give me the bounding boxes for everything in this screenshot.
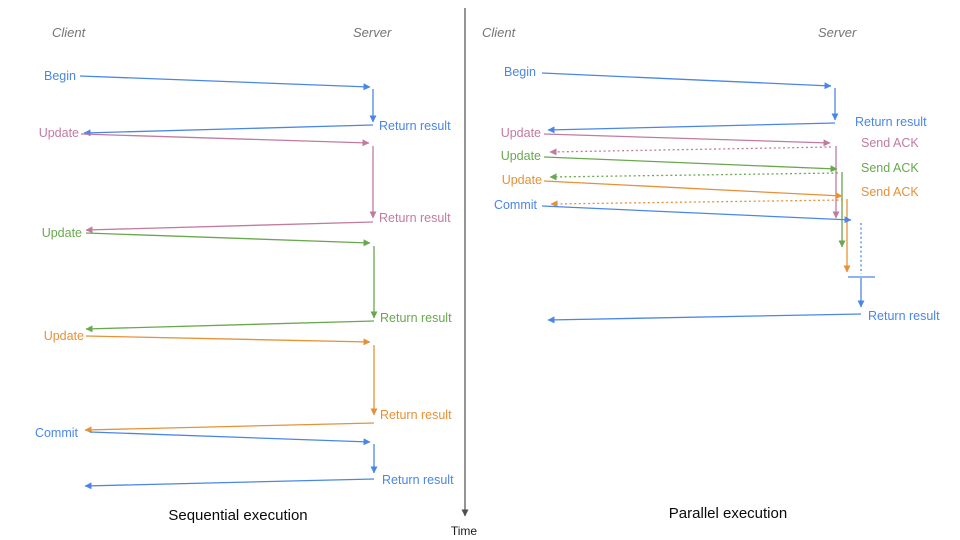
parallel-execution-title: Parallel execution: [668, 505, 788, 522]
sequential-panel-return-result-5-label: Return result: [382, 473, 454, 487]
parallel-client-header: Client: [482, 25, 516, 40]
sequential-panel-update3-response-arrow: [84, 422, 375, 434]
sequential-panel-update2-request-arrow: [85, 232, 371, 247]
sequential-client-header: Client: [52, 25, 86, 40]
parallel-panel-update3-label: Update: [502, 173, 542, 187]
parallel-panel-final-response-arrow: [547, 313, 862, 324]
parallel-panel-update2-ack-arrow: [549, 172, 839, 181]
parallel-panel-update3-request-arrow: [543, 180, 843, 200]
parallel-panel-update1-request-arrow: [543, 133, 831, 147]
sequential-panel-update2-response-arrow: [85, 320, 375, 333]
parallel-panel-update2-label: Update: [501, 149, 541, 163]
sequential-panel-update3-request-arrow: [85, 335, 371, 346]
parallel-server-header: Server: [818, 25, 857, 40]
parallel-panel-return-result-2-label: Return result: [868, 309, 940, 323]
sequential-panel-begin-label: Begin: [44, 69, 76, 83]
sequential-panel-update1-request-arrow: [80, 133, 370, 147]
sequential-panel-return-result-1-label: Return result: [379, 119, 451, 133]
parallel-panel-return-result-1-label: Return result: [855, 115, 927, 129]
sequential-panel-commit-label: Commit: [35, 426, 79, 440]
sequential-server-header: Server: [353, 25, 392, 40]
parallel-panel-begin-label: Begin: [504, 65, 536, 79]
sequential-panel-begin-request-arrow: [79, 75, 371, 91]
parallel-panel-send-ack-2-label: Send ACK: [861, 161, 919, 175]
parallel-panel-update1-label: Update: [501, 126, 541, 140]
sequential-panel-begin-response-arrow: [83, 124, 374, 137]
sequential-panel-update2-label: Update: [42, 226, 82, 240]
sequential-panel-update1-label: Update: [39, 126, 79, 140]
parallel-panel-commit-label: Commit: [494, 198, 538, 212]
sequential-panel-commit-response-arrow: [84, 478, 375, 490]
sequential-panel-commit-request-arrow: [89, 431, 371, 446]
parallel-panel-update2-request-arrow: [543, 156, 838, 173]
parallel-panel-send-ack-1-label: Send ACK: [861, 136, 919, 150]
sequential-panel-update3-label: Update: [44, 329, 84, 343]
time-axis-label: Time: [450, 524, 478, 538]
sequential-panel-return-result-3-label: Return result: [380, 311, 452, 325]
sequential-panel-return-result-4-label: Return result: [380, 408, 452, 422]
parallel-panel-begin-response-arrow: [547, 122, 836, 134]
sequential-execution-title: Sequential execution: [168, 507, 308, 524]
sequential-panel-return-result-2-label: Return result: [379, 211, 451, 225]
parallel-panel-begin-request-arrow: [541, 72, 832, 90]
parallel-panel-send-ack-3-label: Send ACK: [861, 185, 919, 199]
sequential-panel-update1-response-arrow: [85, 221, 374, 234]
parallel-panel-update3-ack-arrow: [550, 199, 844, 208]
parallel-panel-commit-request-arrow: [541, 205, 852, 224]
parallel-panel-update1-ack-arrow: [549, 146, 832, 156]
